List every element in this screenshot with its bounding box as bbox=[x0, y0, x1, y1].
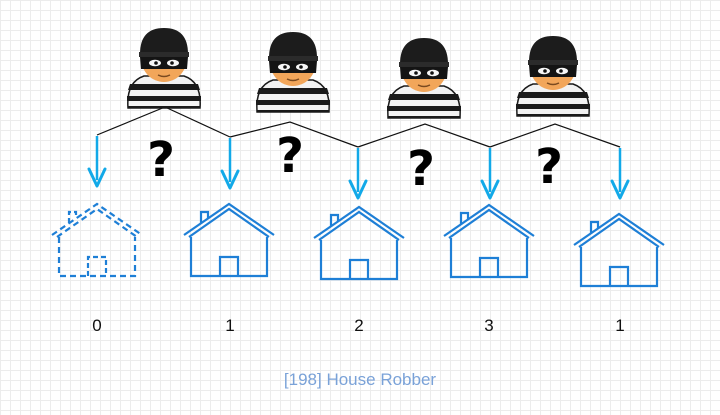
connector-line bbox=[489, 123, 621, 148]
robber-icon bbox=[255, 31, 331, 113]
house-value-label: 1 bbox=[225, 316, 235, 335]
house-icon bbox=[50, 202, 144, 278]
house-value-label: 3 bbox=[484, 316, 494, 335]
down-arrow-icon bbox=[480, 146, 500, 200]
house-value-label: 0 bbox=[92, 316, 102, 335]
question-mark-icon: ? bbox=[535, 139, 563, 195]
house-icon bbox=[572, 212, 666, 288]
house-value-label: 1 bbox=[615, 316, 625, 335]
down-arrow-icon bbox=[348, 146, 368, 200]
robbers bbox=[126, 27, 591, 119]
down-arrow-icon bbox=[610, 146, 630, 200]
connector-line bbox=[229, 121, 359, 148]
down-arrow-icon bbox=[87, 134, 107, 188]
question-mark-icon: ? bbox=[147, 132, 175, 188]
question-mark-icon: ? bbox=[407, 141, 435, 197]
robber-icon bbox=[386, 37, 462, 119]
connector-line bbox=[357, 123, 491, 148]
question-marks: ? ? ? ? bbox=[147, 128, 563, 197]
down-arrow-icon bbox=[220, 136, 240, 190]
house-icon bbox=[182, 202, 276, 278]
diagram-caption: [198] House Robber bbox=[283, 370, 437, 389]
robber-icon bbox=[515, 35, 591, 117]
house-value-label: 2 bbox=[354, 316, 364, 335]
houses bbox=[50, 202, 666, 288]
question-mark-icon: ? bbox=[276, 128, 304, 184]
robber-icon bbox=[126, 27, 202, 109]
house-icon bbox=[442, 203, 536, 279]
house-icon bbox=[312, 205, 406, 281]
